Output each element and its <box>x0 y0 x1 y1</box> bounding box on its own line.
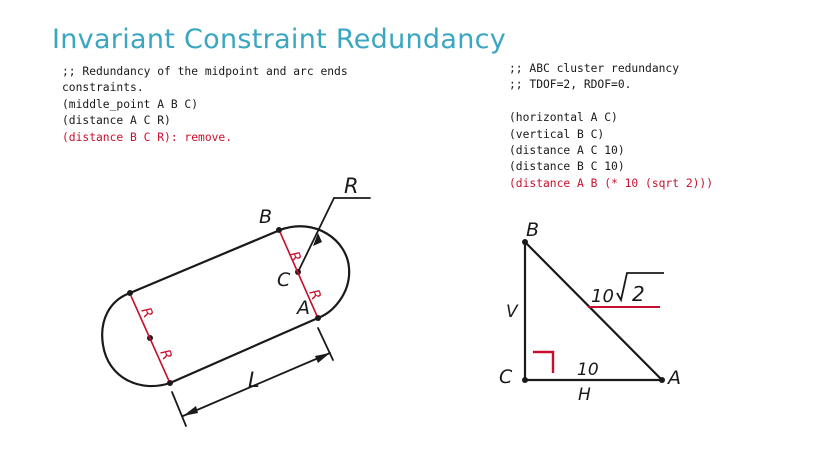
tri-label-V: V <box>506 302 519 322</box>
length-arrow-right <box>315 353 330 363</box>
code-line: ;; TDOF=2, RDOF=0. <box>509 78 632 92</box>
left-bottom-dot <box>167 380 173 386</box>
length-dimension-line <box>182 352 331 417</box>
radius-marker-right <box>279 231 318 317</box>
code-line: ;; Redundancy of the midpoint and arc en… <box>62 65 348 78</box>
tri-point-B-dot <box>522 239 528 245</box>
tri-point-A-dot <box>659 377 665 383</box>
label-A: A <box>295 297 310 319</box>
label-B: B <box>259 206 272 228</box>
hypotenuse-radicand: 2 <box>632 282 645 306</box>
tri-label-H: H <box>578 385 591 405</box>
hypotenuse-coef: 10 <box>591 286 614 307</box>
label-C: C <box>277 269 291 291</box>
right-angle-marker <box>533 350 555 373</box>
side-hypotenuse <box>523 240 664 382</box>
tri-label-B: B <box>526 219 539 241</box>
radius-arrowhead <box>313 233 322 246</box>
code-line: (distance A C 10) <box>509 144 625 158</box>
tri-point-C-dot <box>522 377 528 383</box>
tri-label-C: C <box>499 366 513 388</box>
length-ext-line-right <box>317 327 334 361</box>
right-code-block: ;; ABC cluster redundancy ;; TDOF=2, RDOF… <box>509 61 713 192</box>
code-line: ;; ABC cluster redundancy <box>509 62 680 75</box>
code-line: (middle_point A B C) <box>62 97 199 111</box>
point-A-dot <box>315 315 321 321</box>
length-arrow-left <box>183 406 198 416</box>
sqrt-radical-sign <box>616 272 664 303</box>
code-line: (distance B C 10) <box>509 160 625 174</box>
label-R-arrow: R <box>344 174 359 198</box>
left-top-dot <box>127 290 133 296</box>
point-B-dot <box>276 227 282 233</box>
code-line: (horizontal A C) <box>509 111 618 125</box>
radius-marker-left <box>130 295 170 382</box>
code-line-removed: (distance B C R): remove. <box>62 130 233 144</box>
slide-title: Invariant Constraint Redundancy <box>52 24 507 55</box>
left-code-block: ;; Redundancy of the midpoint and arc en… <box>62 64 348 146</box>
code-line: constraints. <box>62 81 144 95</box>
horizontal-value: 10 <box>577 360 599 380</box>
label-L: L <box>248 368 260 392</box>
tri-label-A: A <box>666 367 681 389</box>
code-line-redundant: (distance A B (* 10 (sqrt 2))) <box>509 176 714 190</box>
radius-leader-line <box>297 197 335 273</box>
code-line: (vertical B C) <box>509 127 605 141</box>
length-ext-line-left <box>171 391 187 427</box>
code-line: (distance A C R) <box>62 114 171 128</box>
